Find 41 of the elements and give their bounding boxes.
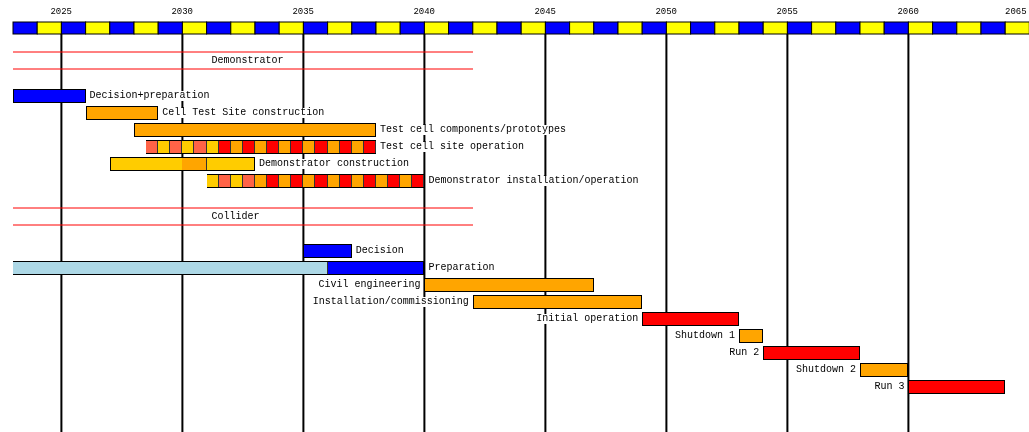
timeline-bar [109,156,255,171]
year-label: 2045 [534,6,556,18]
section-heading: Demonstrator [211,55,284,67]
year-label: 2055 [776,6,798,18]
timeline-bar [13,88,86,103]
task-label: Test cell components/prototypes [379,124,568,135]
task-label: Initial operation [535,313,640,324]
task-label: Run 3 [873,381,906,392]
task-label: Run 2 [728,347,761,358]
task-label: Demonstrator installation/operation [427,175,640,186]
timeline-bar [472,294,643,309]
task-label: Installation/commissioning [311,296,470,307]
year-label: 2025 [50,6,72,18]
year-label: 2050 [655,6,677,18]
task-label: Test cell site operation [379,141,526,152]
timeline-bar [13,260,425,275]
year-label: 2060 [897,6,919,18]
timeline-bar [763,345,860,360]
timeline-bar [908,379,1006,394]
timeline-bar [860,362,909,377]
task-label: Civil engineering [317,279,422,290]
year-label: 2035 [292,6,314,18]
timeline-bar [424,277,594,292]
task-label: Demonstrator construction [258,158,411,169]
timeline-bar [206,173,425,188]
task-label: Shutdown 2 [795,364,857,375]
task-label: Cell Test Site construction [161,107,326,118]
timeline-bar [739,328,764,343]
task-label: Decision [354,245,405,256]
timeline-bar [85,105,159,120]
year-label: 2065 [1005,6,1027,18]
year-label: 2030 [171,6,193,18]
task-label: Preparation [427,262,496,273]
timeline-bar [134,122,376,137]
timeline-bar [642,311,739,326]
task-label: Shutdown 1 [674,330,736,341]
timeline-bar [303,243,352,258]
timeline-bar [146,139,376,154]
year-label: 2040 [413,6,435,18]
task-label: Decision+preparation [88,90,211,101]
section-heading: Collider [211,211,260,223]
